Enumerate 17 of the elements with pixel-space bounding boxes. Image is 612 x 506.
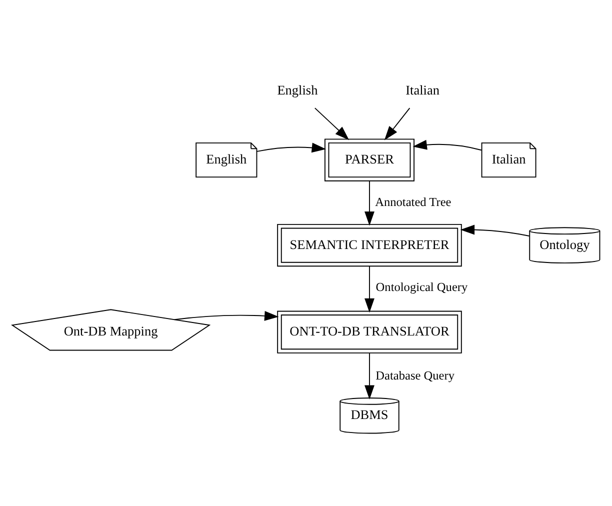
edge-label: Ontological Query [376, 280, 468, 294]
node-text: Italian [406, 82, 440, 97]
arrow [364, 180, 374, 226]
arrow [364, 265, 374, 312]
arrow [460, 224, 530, 236]
arrow [412, 139, 482, 150]
arrow [314, 107, 350, 140]
node-box: ONT-TO-DB TRANSLATOR [277, 310, 462, 353]
arrow [384, 107, 410, 140]
node-box: PARSER [324, 138, 414, 181]
node-box: SEMANTIC INTERPRETER [277, 223, 462, 266]
arrow [256, 142, 326, 152]
arrow [364, 352, 374, 399]
node-text: English [277, 82, 318, 97]
arrow [174, 310, 279, 320]
edge-label: Database Query [376, 368, 455, 382]
edge-label: Annotated Tree [375, 194, 452, 208]
